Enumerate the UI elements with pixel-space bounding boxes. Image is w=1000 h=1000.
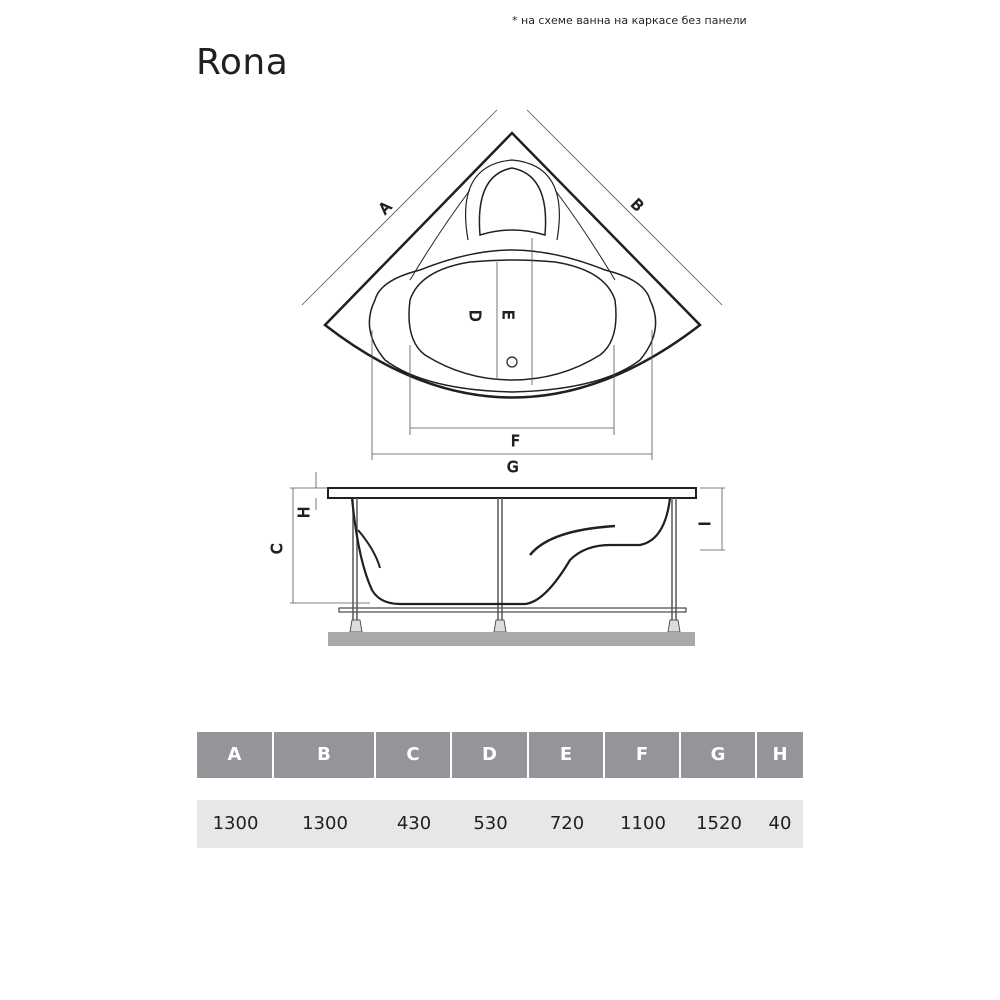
top-view: A B D E F G <box>301 109 723 477</box>
table-cell: 720 <box>549 813 585 834</box>
table-cell: 1300 <box>302 813 348 834</box>
table-cell: 430 <box>396 813 432 834</box>
table-row: 1300 1300 430 530 720 1100 1520 40 <box>197 800 803 848</box>
dim-label-b: B <box>627 195 647 215</box>
side-view: C H I <box>268 472 725 646</box>
table-cell: 40 <box>768 813 792 834</box>
frame-note: * на схеме ванна на каркасе без панели <box>512 14 747 27</box>
dim-label-h: H <box>295 507 313 518</box>
page-title: Rona <box>196 42 289 83</box>
table-header: F <box>605 732 681 778</box>
dimensions-table: A B C D E F G H 1300 1300 430 530 720 11… <box>197 732 803 848</box>
table-header: H <box>757 732 803 778</box>
table-header: D <box>452 732 529 778</box>
dim-label-g: G <box>507 458 519 476</box>
dim-label-c: C <box>268 544 286 554</box>
table-cell: 1520 <box>696 813 742 834</box>
table-cell: 1100 <box>620 813 666 834</box>
table-cell: 530 <box>473 813 508 834</box>
table-header: C <box>376 732 452 778</box>
table-header: E <box>529 732 605 778</box>
table-cell: 1300 <box>212 813 259 834</box>
dim-label-i: I <box>696 522 714 526</box>
table-header: A <box>197 732 274 778</box>
table-header: B <box>274 732 376 778</box>
table-header: G <box>681 732 757 778</box>
dim-label-e: E <box>499 310 517 319</box>
dim-label-d: D <box>466 310 484 322</box>
dim-label-f: F <box>511 432 520 450</box>
table-header-row: A B C D E F G H <box>197 732 803 778</box>
